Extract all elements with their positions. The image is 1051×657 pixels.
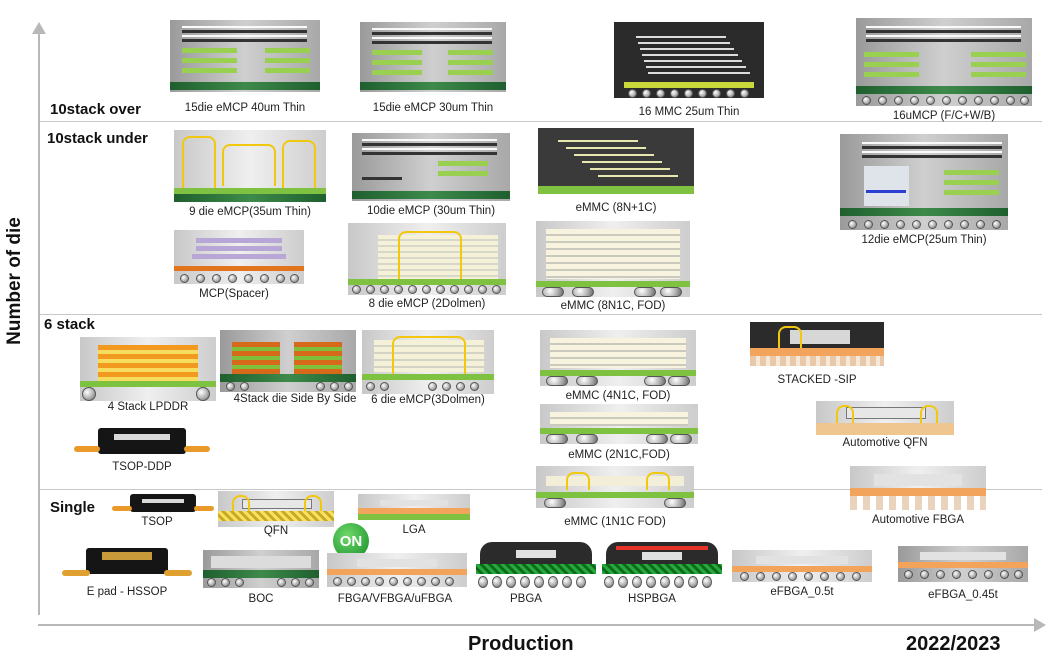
caption-mcp-spacer: MCP(Spacer) <box>199 288 269 300</box>
caption-tsop: TSOP <box>141 516 173 528</box>
package-boc <box>203 550 319 588</box>
caption-emmc-1n1c: eMMC (1N1C FOD) <box>564 516 666 528</box>
package-automotive-fbga <box>850 466 986 510</box>
package-16umcp <box>856 18 1032 106</box>
package-qfn <box>218 491 334 527</box>
y-axis-arrow <box>32 22 46 34</box>
tier-divider-10over <box>40 121 1042 122</box>
x-axis-line <box>38 624 1038 626</box>
package-lga <box>358 494 470 520</box>
caption-boc: BOC <box>248 593 274 605</box>
package-stacked-sip <box>750 322 884 366</box>
y-axis-line <box>38 30 40 615</box>
caption-stacked-sip: STACKED -SIP <box>777 374 857 386</box>
package-16mmc <box>614 22 764 98</box>
package-epad-hssop <box>62 544 192 584</box>
caption-emmc-8n1c-fod: eMMC (8N1C, FOD) <box>560 300 666 312</box>
caption-epad-hssop: E pad - HSSOP <box>86 586 168 598</box>
caption-16mmc: 16 MMC 25um Thin <box>638 106 740 118</box>
caption-emmc-4n1c: eMMC (4N1C, FOD) <box>565 390 671 402</box>
package-tsop-ddp <box>74 424 210 458</box>
caption-efbga-045t: eFBGA_0.45t <box>928 589 998 601</box>
year-label: 2022/2023 <box>906 633 1001 655</box>
package-12die-emcp <box>840 134 1008 230</box>
caption-16umcp: 16uMCP (F/C+W/B) <box>892 110 996 122</box>
package-fbga <box>327 553 467 587</box>
caption-12die-emcp: 12die eMCP(25um Thin) <box>861 234 987 246</box>
package-15die-30um <box>360 22 506 92</box>
caption-10die-emcp: 10die eMCP (30um Thin) <box>366 205 496 217</box>
package-emmc-8n1c <box>538 128 694 194</box>
x-axis-arrow <box>1034 618 1046 632</box>
caption-15die-30um: 15die eMCP 30um Thin <box>372 102 494 114</box>
caption-pbga: PBGA <box>510 593 542 605</box>
caption-automotive-fbga: Automotive FBGA <box>871 514 965 526</box>
package-emmc-1n1c <box>536 466 694 508</box>
caption-emmc-2n1c: eMMC (2N1C,FOD) <box>568 449 670 461</box>
package-6die-emcp <box>362 330 494 394</box>
tier-label-10over: 10stack over <box>50 101 141 118</box>
package-mcp-spacer <box>174 230 304 284</box>
caption-lga: LGA <box>402 524 426 536</box>
package-automotive-qfn <box>816 401 954 435</box>
tier-divider-10under <box>40 314 1042 315</box>
package-efbga-05t <box>732 550 872 582</box>
caption-tsop-ddp: TSOP-DDP <box>112 461 172 473</box>
caption-9die-emcp: 9 die eMCP(35um Thin) <box>189 206 311 218</box>
package-8die-emcp <box>348 223 506 295</box>
tier-label-single: Single <box>50 499 96 516</box>
package-efbga-045t <box>898 546 1028 582</box>
caption-15die-40um: 15die eMCP 40um Thin <box>184 102 306 114</box>
caption-emmc-8n1c: eMMC (8N+1C) <box>575 202 657 214</box>
package-hspbga <box>602 542 722 590</box>
caption-hspbga: HSPBGA <box>628 593 676 605</box>
package-emmc-2n1c <box>540 404 698 444</box>
package-4stack-lpddr <box>80 337 216 401</box>
caption-4stack-sbs: 4Stack die Side By Side <box>233 393 357 405</box>
package-4stack-sbs <box>220 330 356 392</box>
caption-fbga: FBGA/VFBGA/uFBGA <box>337 593 453 605</box>
tier-label-6stack: 6 stack <box>44 316 95 333</box>
caption-6die-emcp: 6 die eMCP(3Dolmen) <box>371 394 485 406</box>
package-emmc-4n1c <box>540 330 696 386</box>
package-10die-emcp <box>352 133 510 201</box>
package-15die-40um <box>170 20 320 92</box>
y-axis-label: Number of die <box>4 217 25 345</box>
package-9die-emcp <box>174 130 326 202</box>
caption-4stack-lpddr: 4 Stack LPDDR <box>107 401 189 413</box>
caption-efbga-05t: eFBGA_0.5t <box>770 586 834 598</box>
caption-automotive-qfn: Automotive QFN <box>842 437 928 449</box>
caption-8die-emcp: 8 die eMCP (2Dolmen) <box>368 298 486 310</box>
caption-qfn: QFN <box>263 525 289 537</box>
package-pbga <box>476 542 596 590</box>
package-emmc-8n1c-fod <box>536 221 690 297</box>
x-axis-label: Production <box>468 633 574 655</box>
package-tsop <box>112 492 214 516</box>
tier-label-10under: 10stack under <box>47 130 148 147</box>
